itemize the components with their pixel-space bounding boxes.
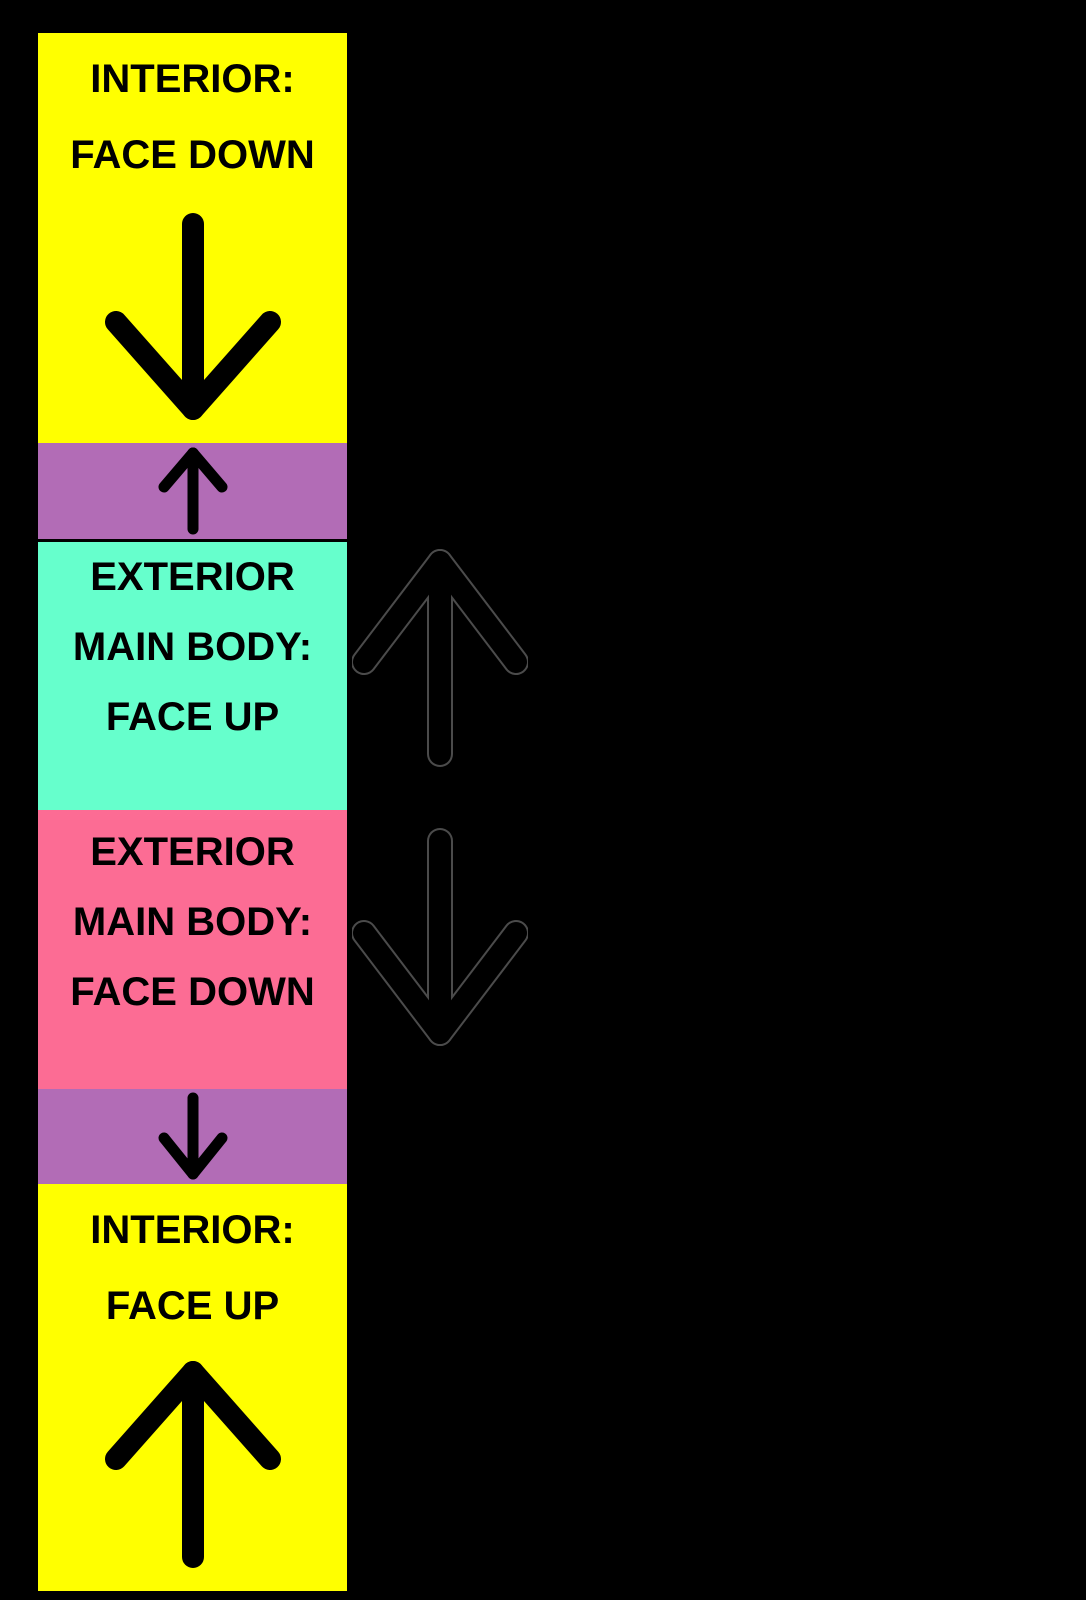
up-arrow-icon — [158, 447, 227, 535]
section-flip-band-bottom — [38, 1089, 347, 1184]
section-label-line: EXTERIOR — [90, 555, 295, 599]
divider-line — [38, 539, 347, 542]
up-arrow-icon — [104, 1361, 281, 1568]
fill-layer — [353, 830, 527, 1044]
section-label-line: MAIN BODY: — [72, 900, 313, 944]
section-flip-band-top — [38, 443, 347, 539]
section-label-line: FACE DOWN — [70, 970, 315, 1014]
section-label-line: FACE UP — [105, 1284, 280, 1328]
section-interior-top: INTERIOR: FACE DOWN — [38, 33, 347, 443]
section-interior-bottom: INTERIOR: FACE UP — [38, 1184, 347, 1591]
down-arrow-icon — [104, 213, 281, 420]
fabric-strip: INTERIOR: FACE DOWN EXTERIOR MAIN BODY: … — [38, 33, 347, 1591]
section-label-line: INTERIOR: — [90, 1208, 295, 1252]
down-arrow-outline-icon — [352, 828, 528, 1046]
section-label-line: INTERIOR: — [90, 57, 295, 101]
down-arrow-icon — [158, 1092, 227, 1180]
section-exterior-face-up: EXTERIOR MAIN BODY: FACE UP — [38, 542, 347, 810]
section-exterior-face-down: EXTERIOR MAIN BODY: FACE DOWN — [38, 810, 347, 1089]
section-label-line: FACE DOWN — [70, 133, 315, 177]
section-label-line: EXTERIOR — [90, 830, 295, 874]
up-arrow-outline-icon — [352, 549, 528, 767]
section-label-line: MAIN BODY: — [72, 625, 313, 669]
fill-layer — [353, 551, 527, 765]
section-label-line: FACE UP — [105, 695, 280, 739]
